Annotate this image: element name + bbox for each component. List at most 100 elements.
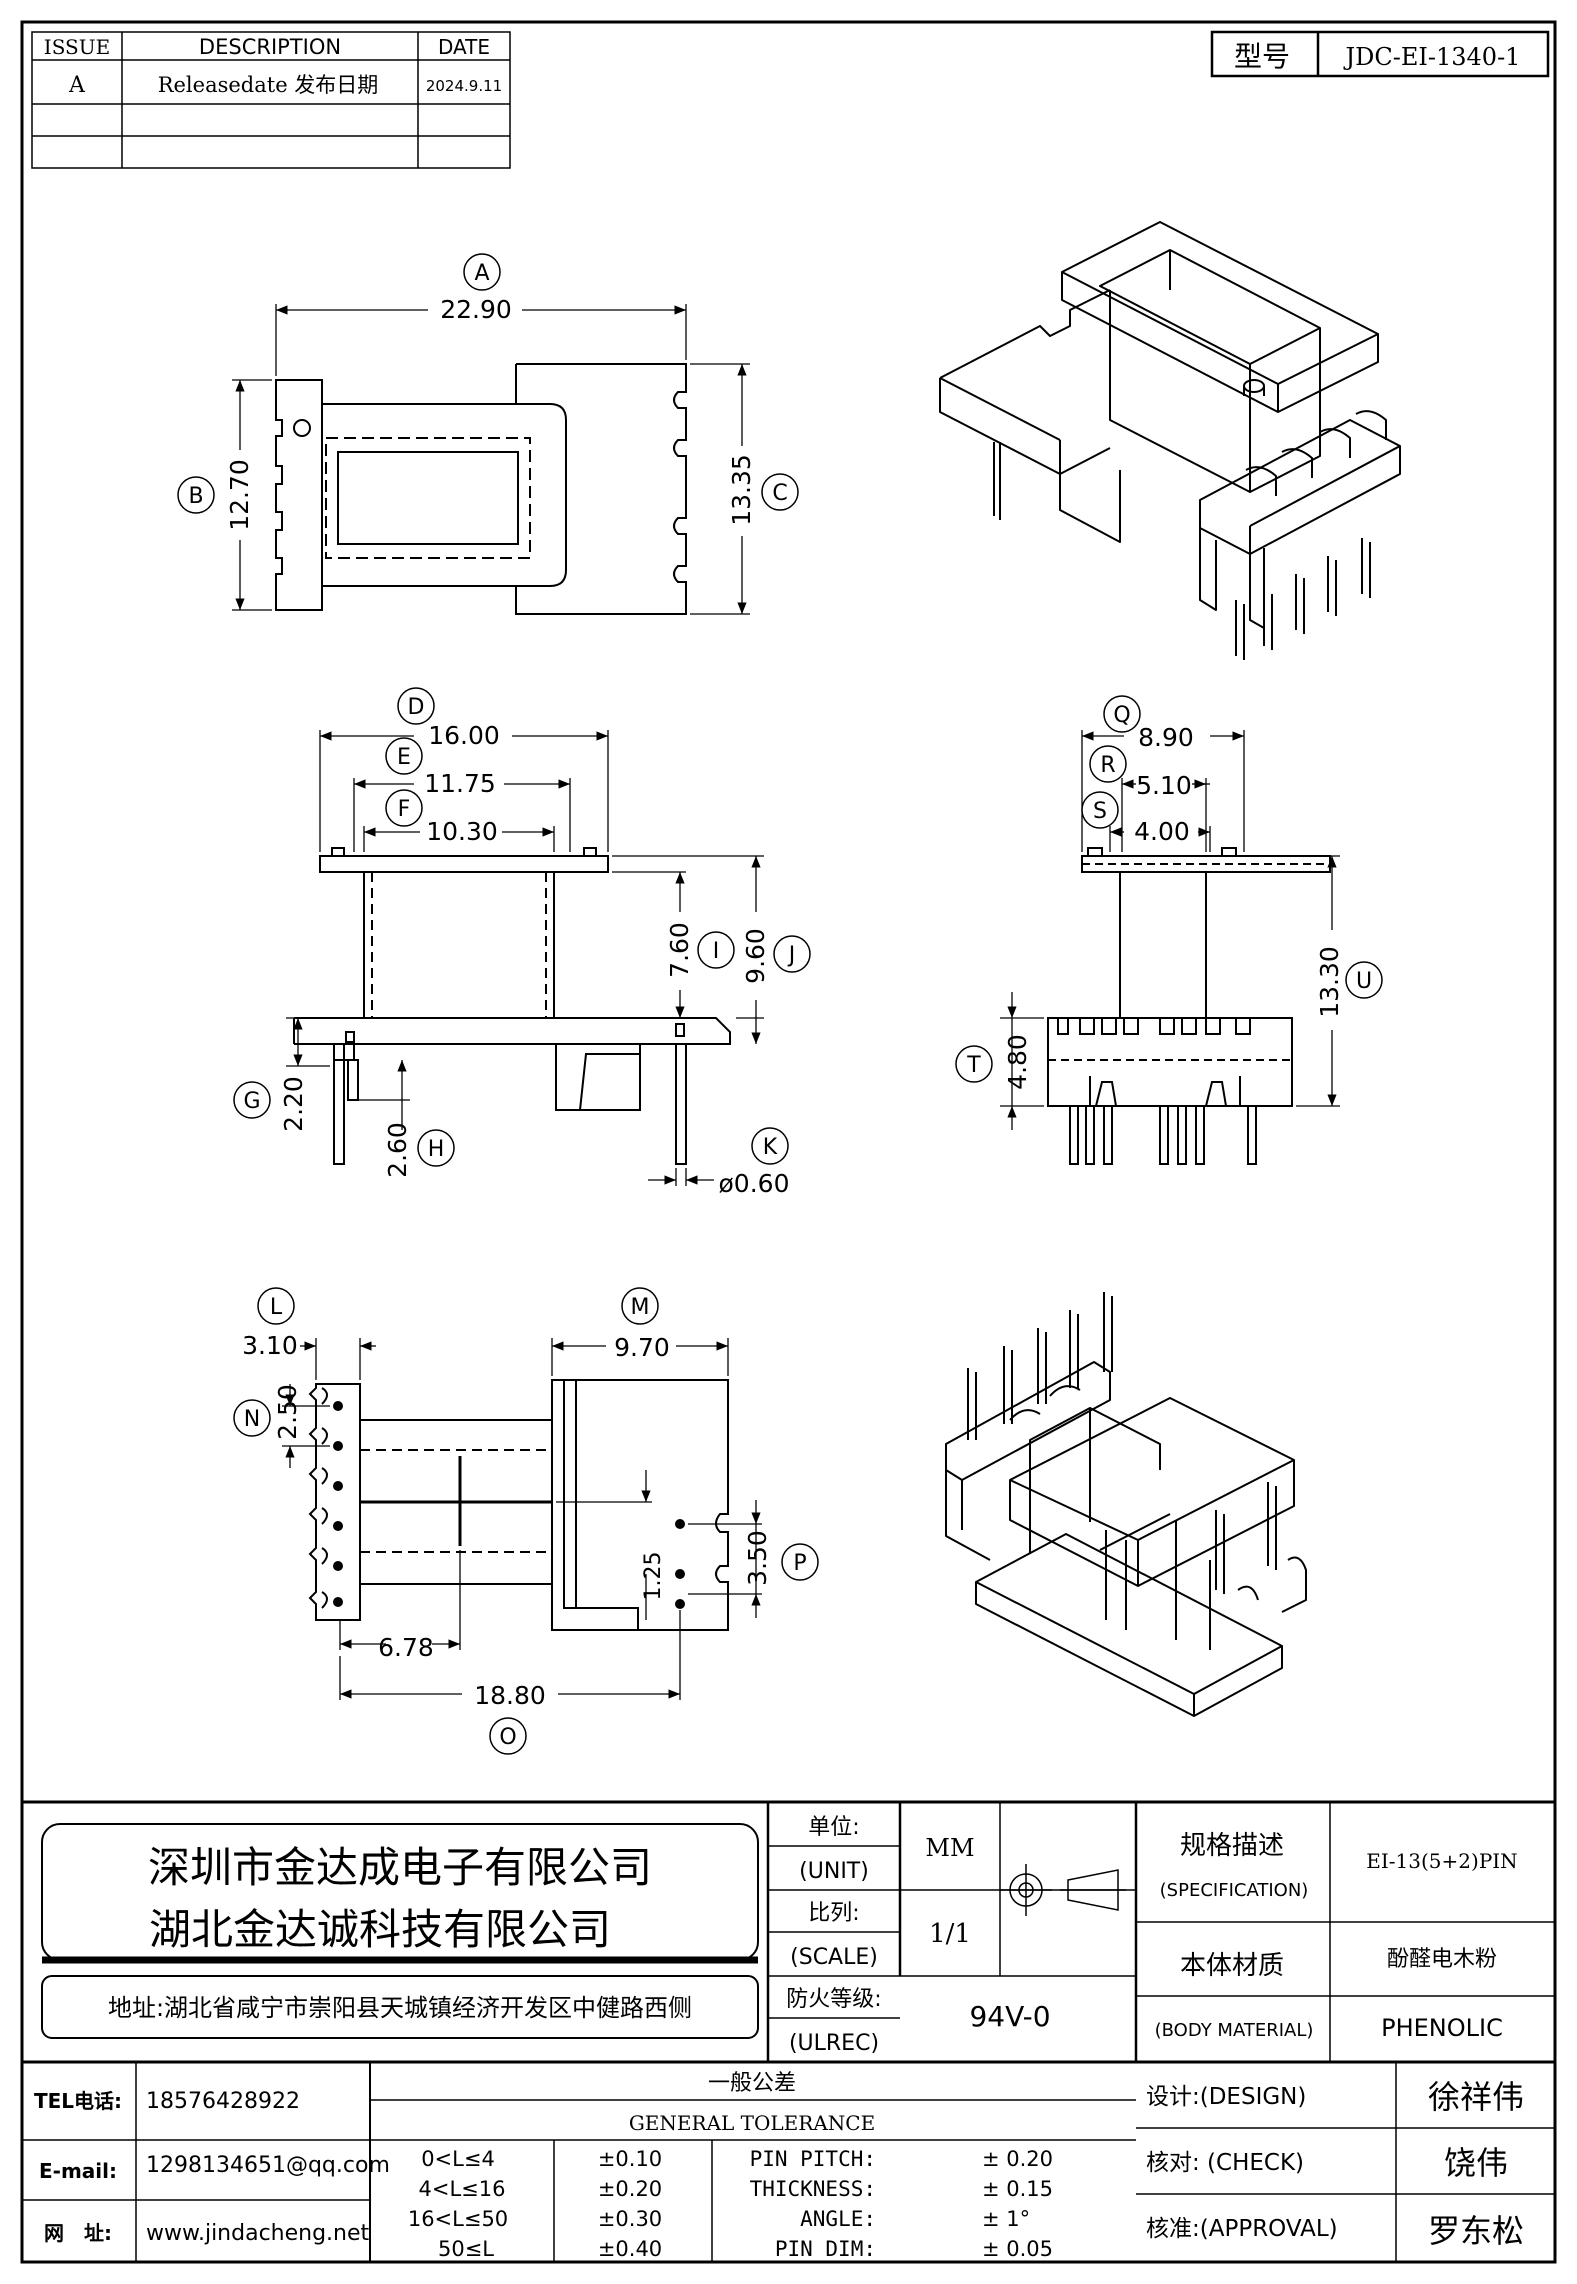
isometric-view-top	[939, 221, 1401, 660]
tol-range-0: 0<L≤4	[421, 2147, 495, 2171]
material-value-en: PHENOLIC	[1381, 2014, 1503, 2042]
dim-value-d: 16.00	[428, 721, 500, 750]
tol-value-0: ±0.10	[598, 2147, 662, 2171]
dim-value-i: 7.60	[665, 922, 694, 978]
tol-other-label-1: THICKNESS:	[750, 2177, 876, 2201]
tol-value-1: ±0.20	[598, 2177, 662, 2201]
dim-letter-m: M	[631, 1295, 650, 1320]
design-label: 设计:(DESIGN)	[1146, 2084, 1306, 2110]
bottom-view-outline	[308, 1379, 729, 1631]
tol-value-2: ±0.30	[598, 2207, 662, 2231]
projection-symbol-icon	[1000, 1864, 1126, 1916]
tol-other-value-1: ± 0.15	[982, 2177, 1053, 2201]
dim-letter-i: I	[713, 939, 720, 964]
dim-value-extra2: 1.25	[641, 1552, 666, 1601]
dim-letter-o: O	[499, 1725, 516, 1750]
isometric-view-bottom	[945, 1292, 1307, 1717]
dim-value-h: 2.60	[383, 1122, 412, 1178]
dim-value-b: 12.70	[225, 459, 254, 531]
web-label: 网 址:	[44, 2221, 112, 2245]
scale-value: 1/1	[929, 1919, 971, 1949]
spec-label: 规格描述	[1180, 1831, 1284, 1861]
ul-label: 防火等级:	[786, 1987, 881, 2012]
dim-value-c: 13.35	[727, 454, 756, 526]
tol-other-label-2: ANGLE:	[800, 2207, 876, 2231]
dim-value-t: 4.80	[1003, 1034, 1032, 1090]
rev-header-issue: ISSUE	[44, 35, 110, 59]
dim-circles	[177, 253, 1383, 1755]
dim-letter-t: T	[966, 1053, 981, 1078]
dim-value-l: 3.10	[242, 1331, 298, 1360]
dim-letter-p: P	[793, 1551, 806, 1576]
dim-value-p: 3.50	[743, 1530, 772, 1586]
dim-value-k: ø0.60	[719, 1169, 790, 1198]
scale-label-en: (SCALE)	[790, 1945, 878, 1970]
dim-letter-e: E	[397, 745, 411, 770]
dim-letter-d: D	[408, 695, 425, 720]
dim-letter-f: F	[398, 797, 411, 822]
tol-range-1: 4<L≤16	[419, 2177, 506, 2201]
side-view-outline	[1047, 847, 1331, 1165]
tel-value: 18576428922	[146, 2089, 300, 2114]
dim-values: 22.90 12.70 13.35 16.00 11.75 10.30 2.20…	[225, 295, 1344, 1710]
sheet-border	[20, 20, 1557, 2264]
spec-label-en: (SPECIFICATION)	[1160, 1880, 1309, 1901]
tol-value-3: ±0.40	[598, 2237, 662, 2261]
dim-letter-s: S	[1093, 799, 1107, 824]
dim-letters: A B C D E F G H I J K L M N O P Q R S T …	[188, 261, 1372, 1750]
tol-other-label-0: PIN PITCH:	[750, 2147, 876, 2171]
dim-value-o: 18.80	[474, 1681, 546, 1710]
unit-value: MM	[925, 1834, 974, 1862]
dim-letter-q: Q	[1113, 703, 1130, 728]
rev-header-description: DESCRIPTION	[199, 35, 341, 59]
revision-table	[31, 31, 511, 169]
dim-letter-k: K	[763, 1135, 778, 1160]
dim-letter-j: J	[787, 943, 796, 968]
dim-value-a: 22.90	[440, 295, 512, 324]
bottom-view-dimensions	[282, 1338, 762, 1700]
tol-range-3: 50≤L	[438, 2237, 494, 2261]
ul-value: 94V-0	[969, 2000, 1050, 2033]
front-view-outline	[293, 847, 731, 1165]
dim-letter-u: U	[1356, 969, 1372, 994]
web-value[interactable]: www.jindacheng.net	[146, 2221, 370, 2246]
tol-other-label-3: PIN DIM:	[775, 2237, 876, 2261]
scale-label: 比列:	[808, 1901, 859, 1926]
side-view-dimensions	[1000, 730, 1340, 1130]
email-value[interactable]: 1298134651@qq.com	[146, 2153, 390, 2178]
dim-letter-a: A	[474, 261, 489, 286]
dim-value-f: 10.30	[426, 817, 498, 846]
dim-value-n: 2.50	[273, 1384, 302, 1440]
dim-letter-g: G	[243, 1089, 260, 1114]
dim-letter-l: L	[270, 1295, 283, 1320]
dim-value-s: 4.00	[1134, 817, 1190, 846]
company-name-2: 湖北金达诚科技有限公司	[149, 1905, 611, 1954]
title-block-grid	[22, 1800, 1555, 2262]
tolerance-title-en: GENERAL TOLERANCE	[629, 2111, 875, 2135]
dim-value-g: 2.20	[279, 1076, 308, 1132]
rev-row-description: Releasedate 发布日期	[158, 73, 379, 97]
dim-value-extra1: 6.78	[378, 1633, 434, 1662]
unit-label-en: (UNIT)	[799, 1859, 869, 1884]
check-name: 饶伟	[1444, 2144, 1508, 2182]
bottom-view-pin-marks	[333, 1401, 685, 1609]
check-label: 核对: (CHECK)	[1146, 2150, 1304, 2176]
model-label: 型号	[1234, 40, 1290, 73]
model-value: JDC-EI-1340-1	[1343, 43, 1521, 71]
tol-other-value-2: ± 1°	[982, 2207, 1030, 2231]
rev-row-date: 2024.9.11	[426, 77, 502, 95]
email-label: E-mail:	[39, 2159, 117, 2183]
dim-letter-h: H	[428, 1137, 445, 1162]
dim-value-r: 5.10	[1136, 771, 1192, 800]
dim-letter-c: C	[772, 481, 787, 506]
dim-value-j: 9.60	[741, 928, 770, 984]
front-view-dimensions	[286, 730, 764, 1186]
dim-letter-r: R	[1100, 753, 1115, 778]
tel-label: TEL电话:	[34, 2089, 122, 2113]
dim-letter-n: N	[244, 1407, 260, 1432]
top-view-dimensions	[232, 304, 750, 615]
dim-value-m: 9.70	[614, 1333, 670, 1362]
approval-label: 核准:(APPROVAL)	[1146, 2216, 1338, 2242]
material-label: 本体材质	[1180, 1951, 1284, 1981]
